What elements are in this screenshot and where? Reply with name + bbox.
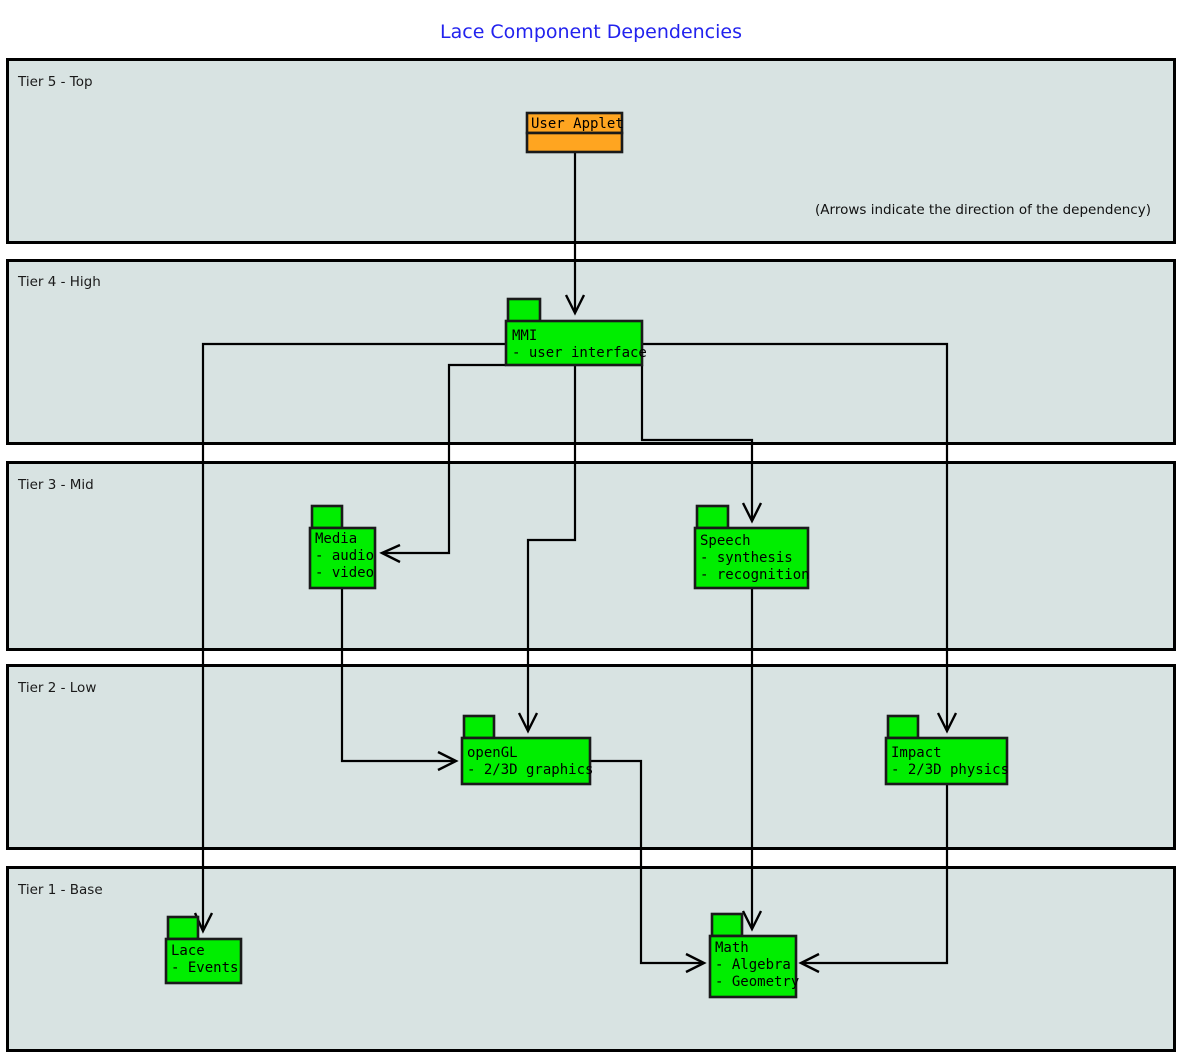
connector-opengl-to-math <box>590 759 703 965</box>
connector-mmi-to-opengl <box>526 365 577 730</box>
opengl-body <box>460 736 592 786</box>
arrowhead-opengl-left <box>437 750 459 772</box>
component-media[interactable]: Media - audio - video <box>308 504 377 590</box>
speech-name-label: Speech <box>700 533 751 549</box>
mmi-tab <box>506 297 542 324</box>
opengl-detail-line-1: - 2/3D graphics <box>467 762 593 778</box>
math-body <box>708 934 798 999</box>
legend-note: (Arrows indicate the direction of the de… <box>815 202 1151 218</box>
tier-label-low: Tier 2 - Low <box>17 680 96 696</box>
connector-mmi-to-media <box>384 363 506 555</box>
impact-detail-line-1: - 2/3D physics <box>891 762 1009 778</box>
tier-label-base: Tier 1 - Base <box>17 882 103 898</box>
tier-panel-mid <box>6 461 1176 651</box>
opengl-tab <box>462 714 496 740</box>
media-tab <box>310 504 344 530</box>
connector-impact-to-math <box>803 784 949 965</box>
component-user-applet[interactable]: User Applet <box>525 111 624 154</box>
math-name-label: Math <box>715 940 749 956</box>
media-name-label: Media <box>315 531 357 547</box>
connector-media-to-opengl <box>340 588 455 763</box>
arrowhead-math-right <box>798 952 820 974</box>
tier-label-top: Tier 5 - Top <box>17 74 93 90</box>
speech-tab <box>695 504 730 530</box>
math-detail-line-2: - Geometry <box>715 974 799 990</box>
arrowhead-opengl-top <box>517 712 539 734</box>
lace-body <box>164 937 243 985</box>
impact-body <box>884 736 1009 786</box>
media-detail-line-1: - audio <box>315 548 374 564</box>
mmi-detail-line-1: - user interface <box>512 345 647 361</box>
speech-detail-line-1: - synthesis <box>700 550 793 566</box>
tier-label-high: Tier 4 - High <box>17 274 101 290</box>
arrowhead-mmi-top <box>564 294 586 316</box>
arrowhead-math-left <box>685 952 707 974</box>
lace-detail-line-1: - Events <box>171 960 238 976</box>
media-body <box>308 526 377 590</box>
impact-tab <box>886 714 920 740</box>
user-applet-label: User Applet <box>531 116 624 132</box>
speech-detail-line-2: - recognition <box>700 567 810 583</box>
connector-mmi-to-impact <box>642 342 949 730</box>
arrowhead-speech-top <box>741 502 763 524</box>
connector-mmi-to-speech <box>640 365 754 520</box>
math-detail-line-1: - Algebra <box>715 957 791 973</box>
component-mmi[interactable]: MMI - user interface <box>504 297 647 367</box>
component-lace[interactable]: Lace - Events <box>164 915 243 985</box>
component-speech[interactable]: Speech - synthesis - recognition <box>693 504 810 590</box>
component-impact[interactable]: Impact - 2/3D physics <box>884 714 1009 786</box>
dependency-connectors <box>193 152 958 974</box>
mmi-body <box>504 319 644 367</box>
arrowhead-math-top <box>741 910 763 932</box>
lace-name-label: Lace <box>171 943 205 959</box>
speech-body <box>693 526 810 590</box>
component-opengl[interactable]: openGL - 2/3D graphics <box>460 714 593 786</box>
connector-mmi-to-lace <box>201 342 506 930</box>
mmi-name-label: MMI <box>512 328 537 344</box>
math-tab <box>710 912 744 938</box>
component-math[interactable]: Math - Algebra - Geometry <box>708 912 799 999</box>
user-applet-body <box>525 131 624 154</box>
media-detail-line-2: - video <box>315 565 374 581</box>
lace-tab <box>166 915 200 941</box>
arrowhead-media-right <box>379 543 401 564</box>
opengl-name-label: openGL <box>467 745 518 761</box>
diagram-title: Lace Component Dependencies <box>440 21 742 43</box>
arrowhead-impact-top <box>936 712 958 734</box>
tier-label-mid: Tier 3 - Mid <box>17 477 94 493</box>
impact-name-label: Impact <box>891 745 942 761</box>
